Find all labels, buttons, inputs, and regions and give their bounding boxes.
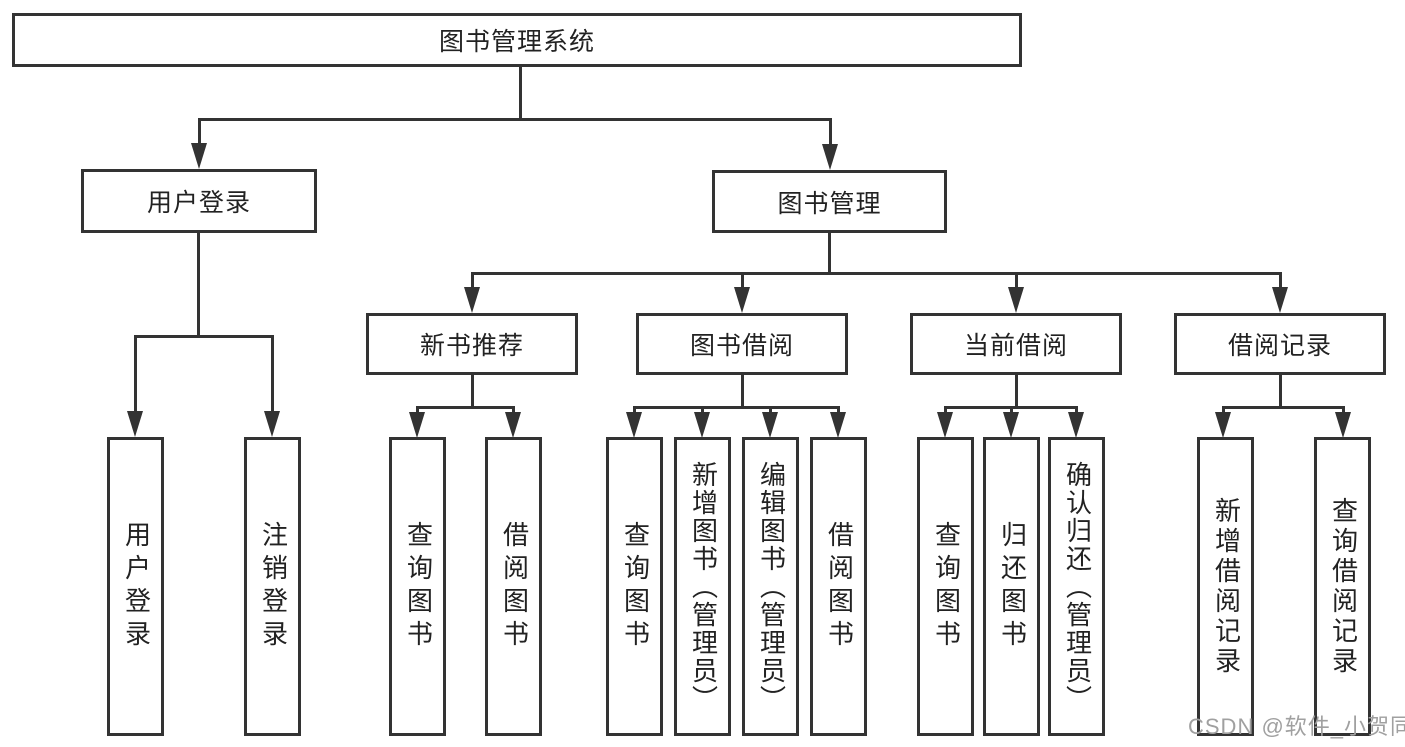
arrow-to-leaf-logout	[264, 335, 280, 437]
leaf-borrow-borrow-books-label: 借阅图书	[824, 520, 855, 653]
connector-current-vline	[1015, 375, 1018, 408]
leaf-records-query-record: 查询借阅记录	[1314, 437, 1371, 736]
leaf-current-query-books-label: 查询图书	[931, 520, 962, 653]
arrow-newbooks-borrow	[505, 406, 521, 438]
node-borrow-records-label: 借阅记录	[1227, 332, 1332, 360]
leaf-records-add-record-label: 新增借阅记录	[1211, 496, 1242, 677]
arrow-records-add	[1215, 406, 1231, 438]
connector-records-hline	[1222, 406, 1344, 409]
node-user-login: 用户登录	[81, 169, 317, 233]
leaf-user-login-label: 用户登录	[121, 520, 152, 653]
connector-user-hline	[134, 335, 273, 338]
node-new-books: 新书推荐	[366, 313, 578, 375]
arrow-to-book-management	[822, 118, 838, 170]
connector-user-vline	[197, 233, 200, 337]
arrow-borrow-add	[694, 406, 710, 438]
node-borrow-records: 借阅记录	[1174, 313, 1386, 375]
node-book-borrow-label: 图书借阅	[689, 332, 794, 360]
arrow-to-new-books	[464, 272, 480, 313]
connector-root-vline	[519, 65, 522, 120]
leaf-borrow-query-books: 查询图书	[606, 437, 663, 736]
leaf-logout: 注销登录	[244, 437, 301, 736]
node-book-borrow: 图书借阅	[636, 313, 848, 375]
leaf-logout-label: 注销登录	[258, 520, 289, 653]
leaf-current-confirm-return-admin: 确认归还（管理员）	[1048, 437, 1105, 736]
node-current-borrow-label: 当前借阅	[963, 332, 1068, 360]
connector-newbooks-vline	[471, 375, 474, 408]
connector-newbooks-hline	[416, 406, 515, 409]
leaf-current-query-books: 查询图书	[917, 437, 974, 736]
node-current-borrow: 当前借阅	[910, 313, 1122, 375]
arrow-borrow-borrow	[830, 406, 846, 438]
arrow-borrow-query	[626, 406, 642, 438]
leaf-newbooks-borrow-books-label: 借阅图书	[499, 520, 530, 653]
arrow-to-current-borrow	[1008, 272, 1024, 313]
leaf-records-add-record: 新增借阅记录	[1197, 437, 1254, 736]
leaf-borrow-add-books-admin-label: 新增图书（管理员）	[688, 460, 719, 713]
connector-borrow-vline	[741, 375, 744, 408]
arrow-to-borrow-records	[1272, 272, 1288, 313]
node-root-label: 图书管理系统	[438, 28, 595, 56]
leaf-borrow-borrow-books: 借阅图书	[810, 437, 867, 736]
connector-records-vline	[1279, 375, 1282, 408]
node-user-login-label: 用户登录	[146, 189, 251, 217]
connector-root-hline	[198, 118, 832, 121]
arrow-to-user-login	[191, 118, 207, 169]
node-book-management-label: 图书管理	[777, 189, 882, 218]
leaf-borrow-edit-books-admin: 编辑图书（管理员）	[742, 437, 799, 736]
arrow-to-book-borrow	[734, 272, 750, 313]
leaf-newbooks-query-books-label: 查询图书	[403, 520, 434, 653]
leaf-records-query-record-label: 查询借阅记录	[1328, 496, 1359, 677]
arrow-to-leaf-user-login	[127, 335, 143, 437]
arrow-records-query	[1335, 406, 1351, 438]
leaf-borrow-add-books-admin: 新增图书（管理员）	[674, 437, 731, 736]
arrow-borrow-edit	[762, 406, 778, 438]
node-root: 图书管理系统	[12, 13, 1022, 67]
leaf-borrow-edit-books-admin-label: 编辑图书（管理员）	[756, 460, 787, 713]
leaf-newbooks-borrow-books: 借阅图书	[485, 437, 542, 736]
arrow-current-query	[937, 406, 953, 438]
node-new-books-label: 新书推荐	[419, 332, 524, 360]
connector-mgmt-vline	[828, 233, 831, 274]
leaf-current-return-books-label: 归还图书	[997, 520, 1028, 653]
leaf-current-confirm-return-admin-label: 确认归还（管理员）	[1062, 460, 1093, 713]
leaf-newbooks-query-books: 查询图书	[389, 437, 446, 736]
arrow-newbooks-query	[409, 406, 425, 438]
csdn-watermark: CSDN @软件_小贺同学	[1188, 714, 1405, 739]
node-book-management: 图书管理	[712, 170, 947, 233]
connector-borrow-hline	[633, 406, 839, 409]
arrow-current-confirm	[1068, 406, 1084, 438]
leaf-current-return-books: 归还图书	[983, 437, 1040, 736]
leaf-borrow-query-books-label: 查询图书	[620, 520, 651, 653]
arrow-current-return	[1003, 406, 1019, 438]
leaf-user-login: 用户登录	[107, 437, 164, 736]
connector-mgmt-hline	[471, 272, 1282, 275]
